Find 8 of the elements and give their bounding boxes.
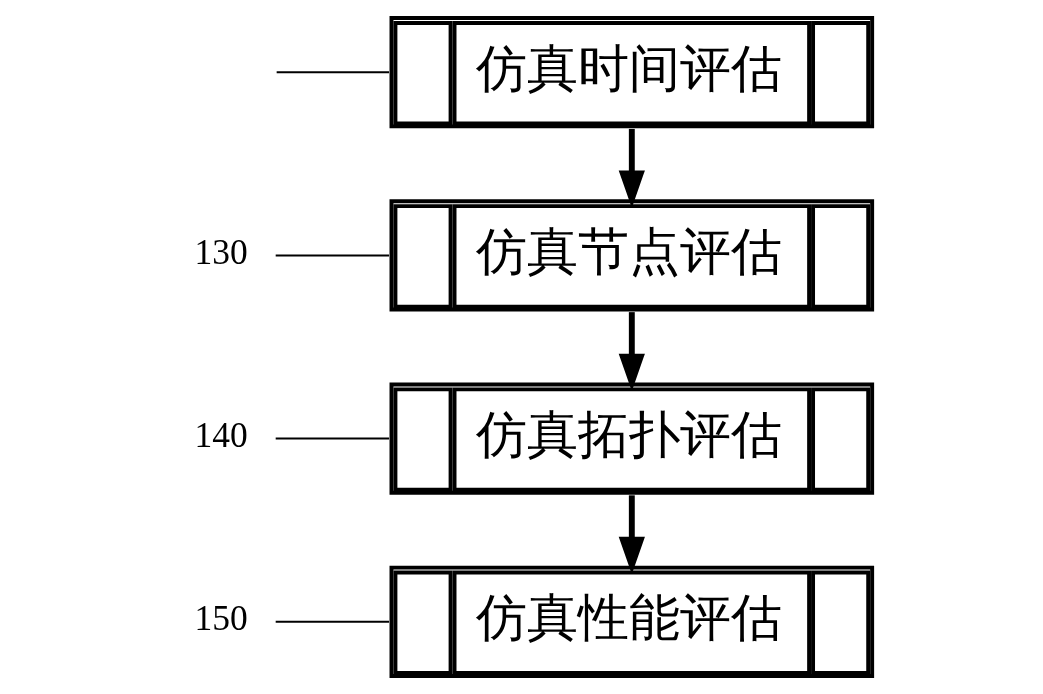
- node-text: 150: [194, 598, 248, 639]
- connector: [274, 620, 391, 623]
- connector: [274, 254, 391, 257]
- arrow: [618, 128, 645, 208]
- connector: [275, 71, 390, 74]
- connector: [274, 437, 391, 440]
- node-text: 130: [194, 232, 248, 273]
- node-text: 140: [194, 415, 248, 456]
